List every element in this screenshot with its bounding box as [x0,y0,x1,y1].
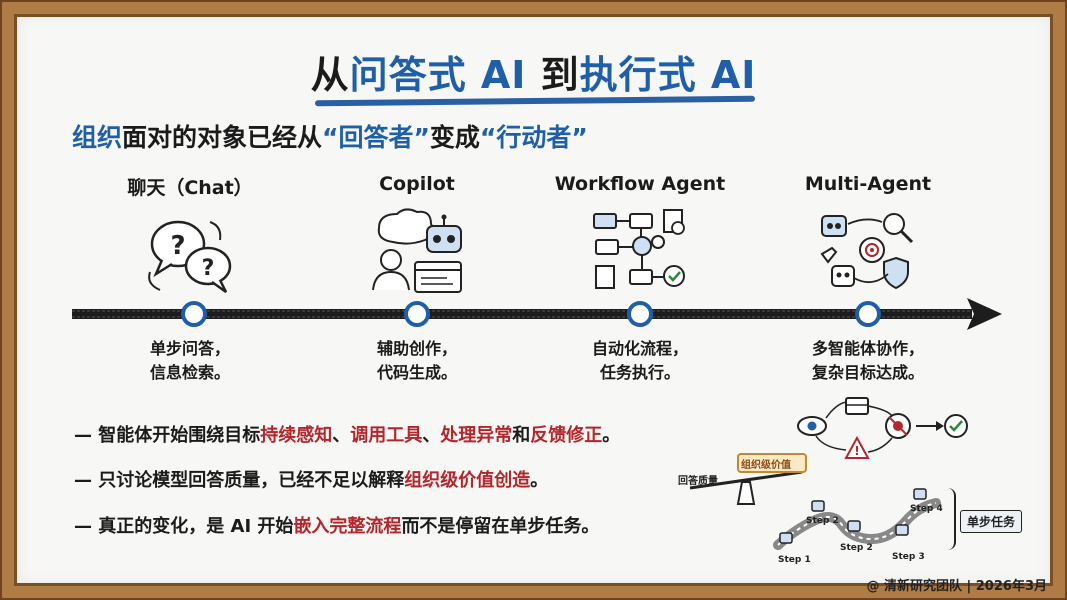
stage-desc-line: 单步问答， [149,339,230,358]
bullet-text: 。 [530,470,549,491]
stage-desc-line: 信息检索。 [149,363,230,382]
bullet-text: 和 [512,425,531,446]
bullet-highlight: 调用工具 [350,425,423,446]
bullet-text: 、 [422,425,441,446]
svg-text:!: ! [854,444,859,458]
bullet-dash: — [74,425,92,446]
chat-bubbles-icon: ? ? [148,220,232,294]
page-title: 从问答式 AI 到执行式 AI [0,44,1067,99]
subtitle-text-1: 面对的对象已经从 [122,123,323,152]
bullet-2: — 只讨论模型回答质量，已经不足以解释组织级价值创造。 [74,466,548,492]
balance-scale-icon [689,453,807,505]
bullet-text: 。 [602,425,621,446]
scale-right-label: 组织级价值 [741,460,791,471]
stage-desc-chat: 单步问答， 信息检索。 [90,337,290,385]
title-part-3: 到 [526,53,580,97]
bullet-highlight: 处理异常 [440,425,513,446]
bullet-1: — 智能体开始围绕目标持续感知、调用工具、处理异常和反馈修正。 [74,421,620,447]
svg-text:?: ? [202,256,215,281]
bullet-text: 智能体开始围绕目标 [92,425,261,446]
bullet-dash: — [74,516,92,537]
bullet-highlight: 嵌入完整流程 [293,516,402,537]
svg-text:?: ? [170,231,185,261]
timeline-node-workflow [627,301,653,327]
scale-left-label: 回答质量 [678,476,718,487]
bullet-text: 真正的变化，是 AI 开始 [92,516,294,537]
multi-agent-icon [820,213,914,290]
bullet-text: 只讨论模型回答质量，已经不足以解释 [92,470,405,491]
timeline-node-chat [181,301,207,327]
title-part-4: 执行式 AI [579,53,757,97]
feedback-loop-icon: ! [797,397,968,459]
timeline-node-copilot [404,301,430,327]
bullet-highlight: 持续感知 [260,425,333,446]
bullet-text: 而不是停留在单步任务。 [401,516,600,537]
bullet-highlight: 反馈修正 [530,425,603,446]
stage-desc-line: 复杂目标达成。 [811,363,924,382]
subtitle-text-2: 变成 [429,123,480,152]
title-part-1: 从 [310,53,350,97]
subtitle-quote-1: “回答者” [322,123,430,152]
step-label: Step 1 [778,555,811,565]
subtitle-quote-2: “行动者” [479,123,588,152]
stage-label-workflow: Workflow Agent [554,173,726,195]
subtitle-highlight: 组织 [72,123,123,152]
single-task-label: 单步任务 [960,510,1023,533]
bullet-dash: — [74,470,92,491]
stage-desc-line: 多智能体协作， [811,339,924,358]
stage-desc-line: 任务执行。 [599,363,680,382]
title-part-2: 问答式 AI [349,53,527,97]
brace [948,488,956,550]
footer-credit: @ 清新研究团队 | 2026年3月 [866,579,1047,594]
timeline-node-multi-agent [855,301,881,327]
bullet-text: 、 [332,425,351,446]
step-label: Step 2 [806,516,839,526]
subtitle: 组织面对的对象已经从“回答者”变成“行动者” [72,118,588,154]
step-label: Step 4 [910,504,943,514]
workflow-icon [593,209,685,289]
winding-path-icon [773,488,941,550]
bullet-highlight: 组织级价值创造 [404,470,531,491]
timeline-arrow [72,298,1002,330]
robot-assistant-icon [372,208,462,293]
stage-desc-copilot: 辅助创作， 代码生成。 [317,337,517,385]
step-label: Step 3 [892,552,925,562]
stage-label-multi-agent: Multi-Agent [804,173,932,195]
stage-desc-line: 代码生成。 [376,363,457,382]
stage-label-copilot: Copilot [379,173,455,195]
stage-desc-line: 自动化流程， [591,339,688,358]
step-label: Step 2 [840,543,873,553]
bullet-3: — 真正的变化，是 AI 开始嵌入完整流程而不是停留在单步任务。 [74,512,599,538]
stage-label-chat: 聊天（Chat） [127,177,253,199]
stage-desc-line: 辅助创作， [376,339,457,358]
stage-desc-workflow: 自动化流程， 任务执行。 [540,337,740,385]
stage-desc-multi-agent: 多智能体协作， 复杂目标达成。 [768,337,968,385]
